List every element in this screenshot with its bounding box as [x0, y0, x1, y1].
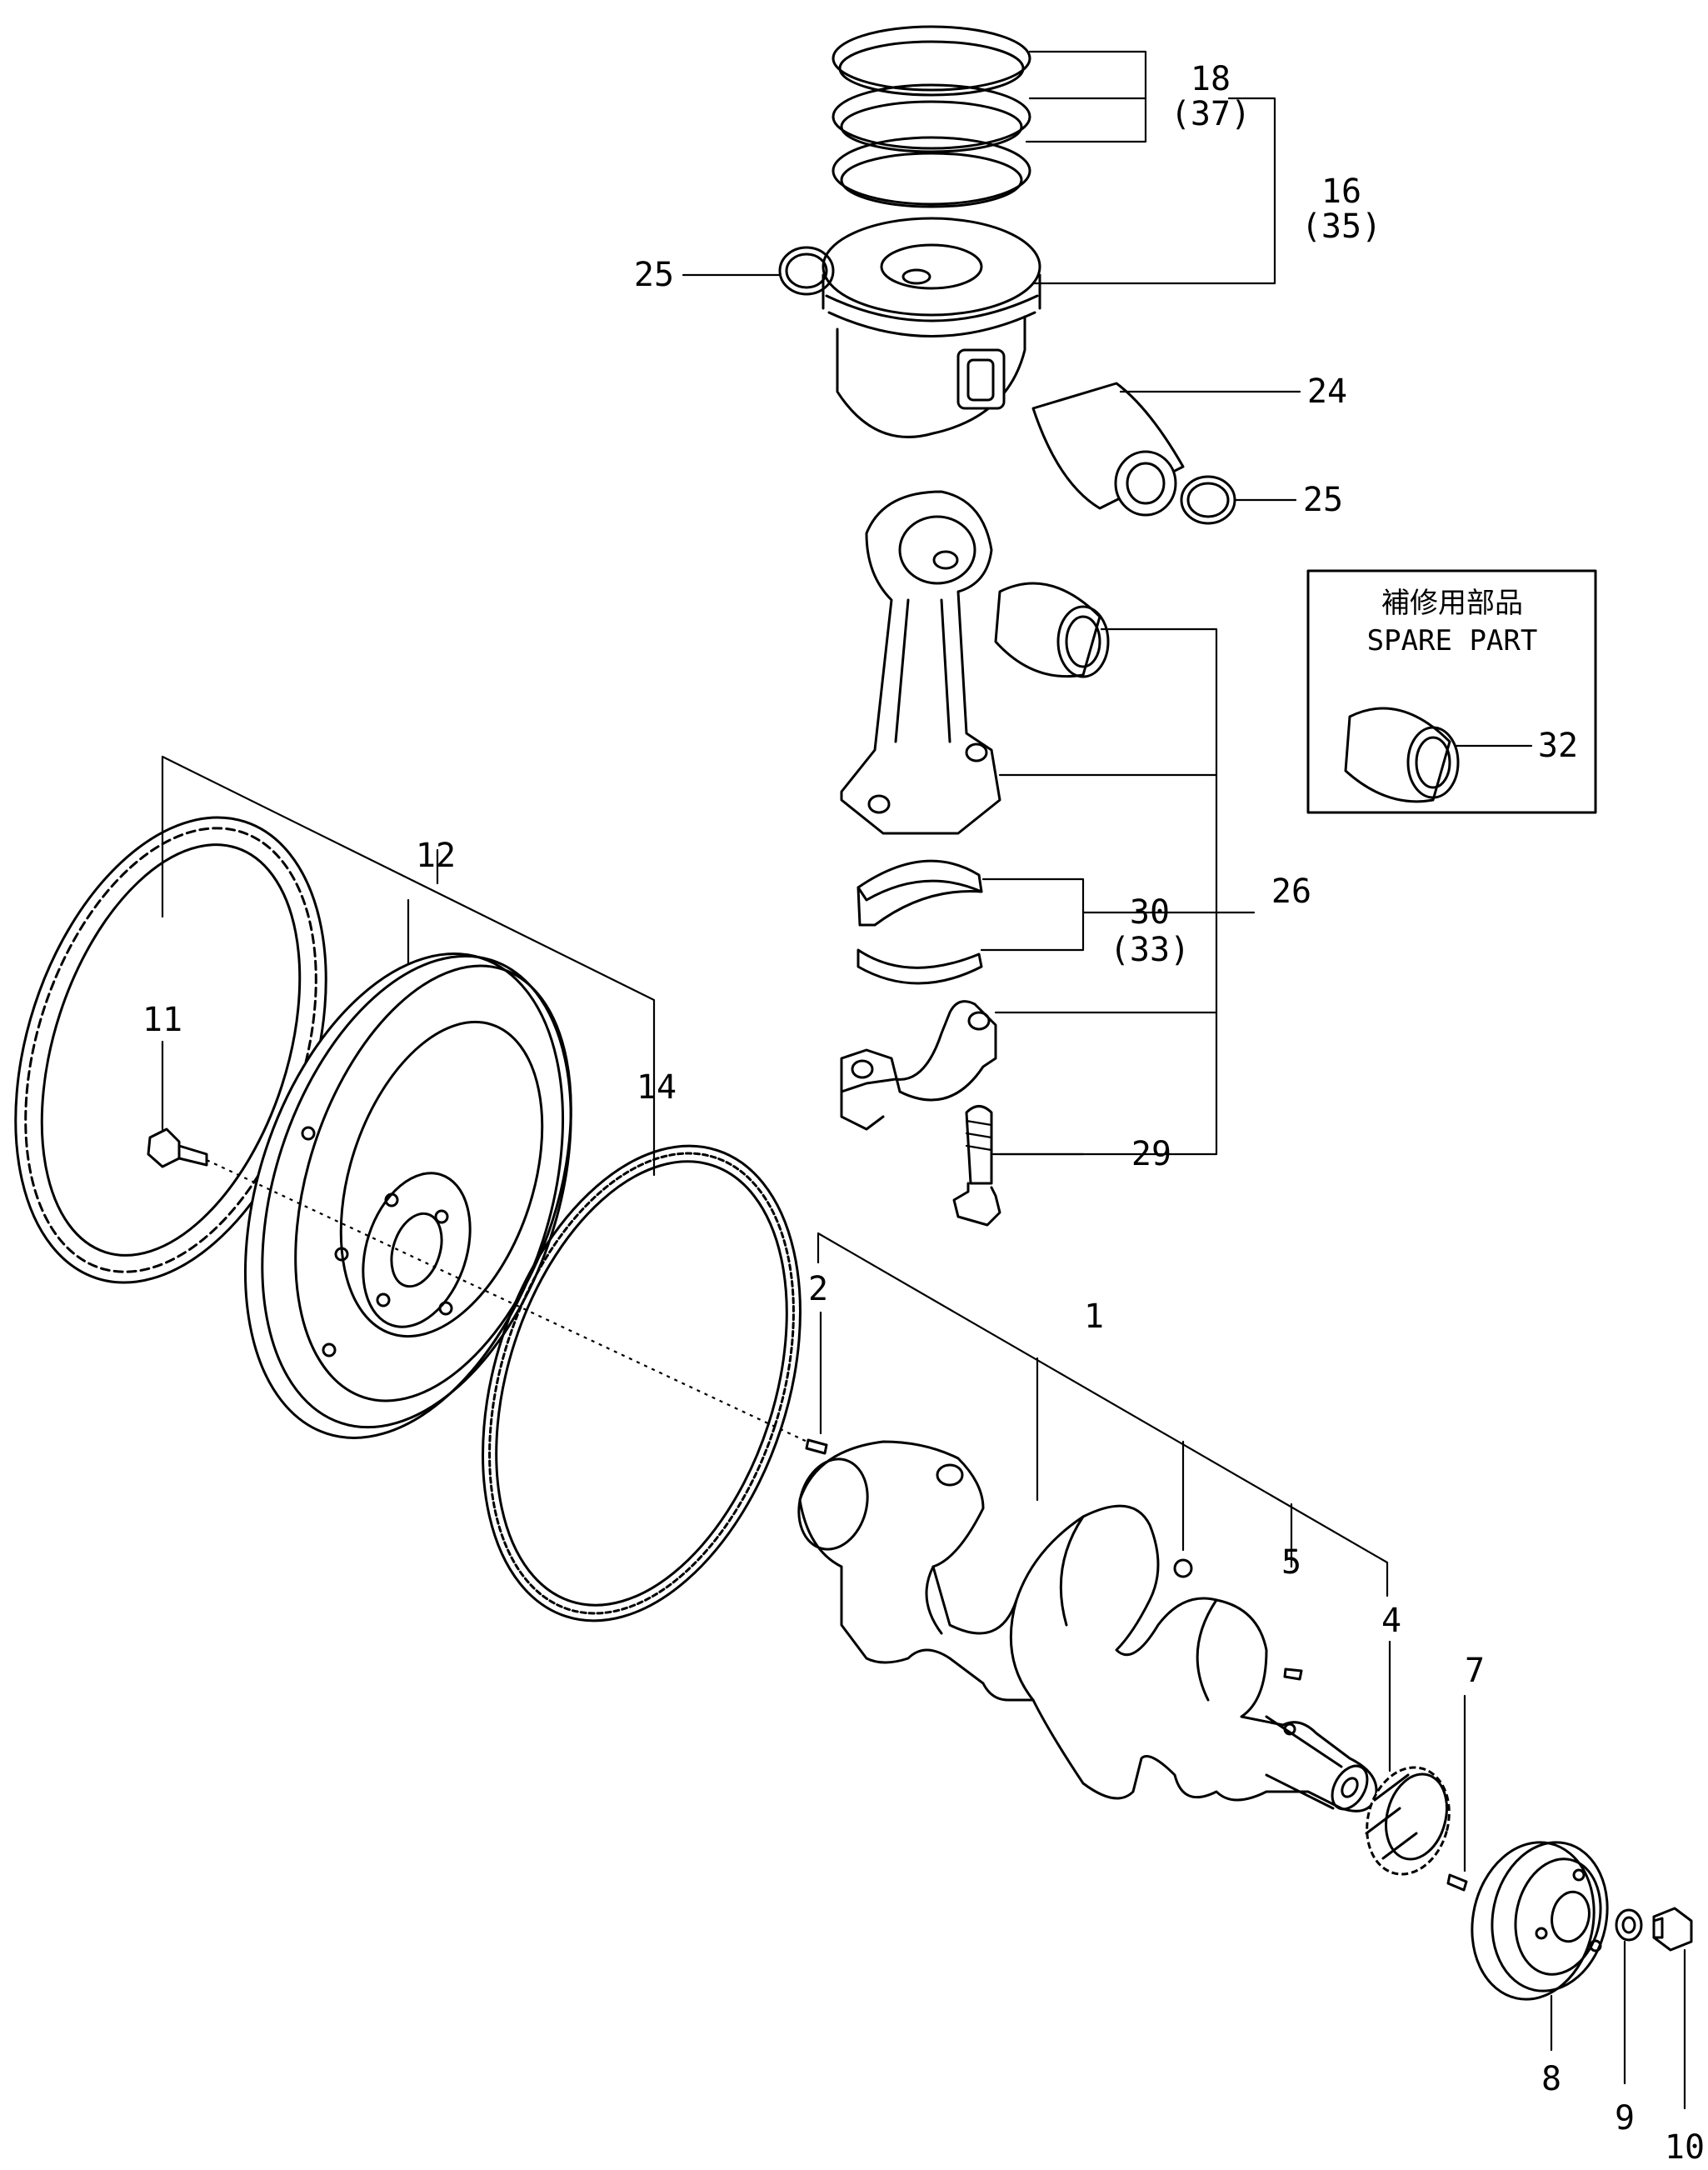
rod-bolt [952, 1105, 1001, 1227]
gear-pin [1446, 1873, 1468, 1892]
spare-part-title-en: SPARE PART [1367, 624, 1538, 658]
piston [822, 217, 1041, 438]
label-8: 8 [1541, 2060, 1561, 2098]
small-end-bushing [994, 582, 1110, 678]
label-25-left: 25 [634, 256, 674, 294]
circlip-right [1180, 475, 1236, 525]
label-4: 4 [1381, 1602, 1401, 1640]
spare-part-box [1306, 569, 1597, 814]
washer [1615, 1908, 1643, 1942]
label-26: 26 [1271, 872, 1311, 911]
part-labels: 18 (37) 16 (35) 25 24 25 26 30 (33) 29 3… [142, 60, 1705, 2167]
label-1: 1 [1084, 1298, 1104, 1336]
crankshaft [797, 1440, 1378, 1812]
label-24: 24 [1307, 372, 1347, 411]
ring-gear [482, 1144, 802, 1622]
flywheel [243, 952, 572, 1439]
dowel-pin [805, 1438, 828, 1455]
label-30: 30 [1130, 893, 1170, 932]
label-2: 2 [808, 1270, 828, 1308]
flywheel-bolt [147, 1128, 208, 1168]
label-32: 32 [1538, 727, 1578, 765]
label-37: (37) [1171, 95, 1251, 133]
pulley-bolt [1652, 1907, 1693, 1952]
label-35: (35) [1301, 208, 1381, 246]
key [1283, 1668, 1303, 1681]
spare-part-title-jp: 補修用部品 [1381, 587, 1523, 620]
label-18: 18 [1191, 60, 1231, 98]
ball [1173, 1558, 1193, 1578]
label-14: 14 [637, 1068, 677, 1107]
piston-rings [832, 25, 1031, 208]
rod-cap [840, 1000, 997, 1131]
label-11: 11 [142, 1001, 182, 1039]
label-25-right: 25 [1303, 481, 1343, 519]
label-7: 7 [1465, 1652, 1485, 1690]
label-5: 5 [1281, 1543, 1301, 1582]
crank-gear [1365, 1766, 1451, 1876]
crank-pulley [1471, 1841, 1609, 2001]
label-12: 12 [416, 837, 456, 875]
label-29: 29 [1131, 1135, 1171, 1173]
piston-pin [1031, 382, 1185, 517]
label-33: (33) [1110, 931, 1190, 969]
connecting-rod [840, 490, 1001, 835]
circlip-left [778, 246, 835, 296]
bearing-shells [856, 859, 983, 985]
label-10: 10 [1665, 2128, 1705, 2167]
label-16: 16 [1321, 172, 1361, 211]
label-9: 9 [1615, 2099, 1635, 2138]
